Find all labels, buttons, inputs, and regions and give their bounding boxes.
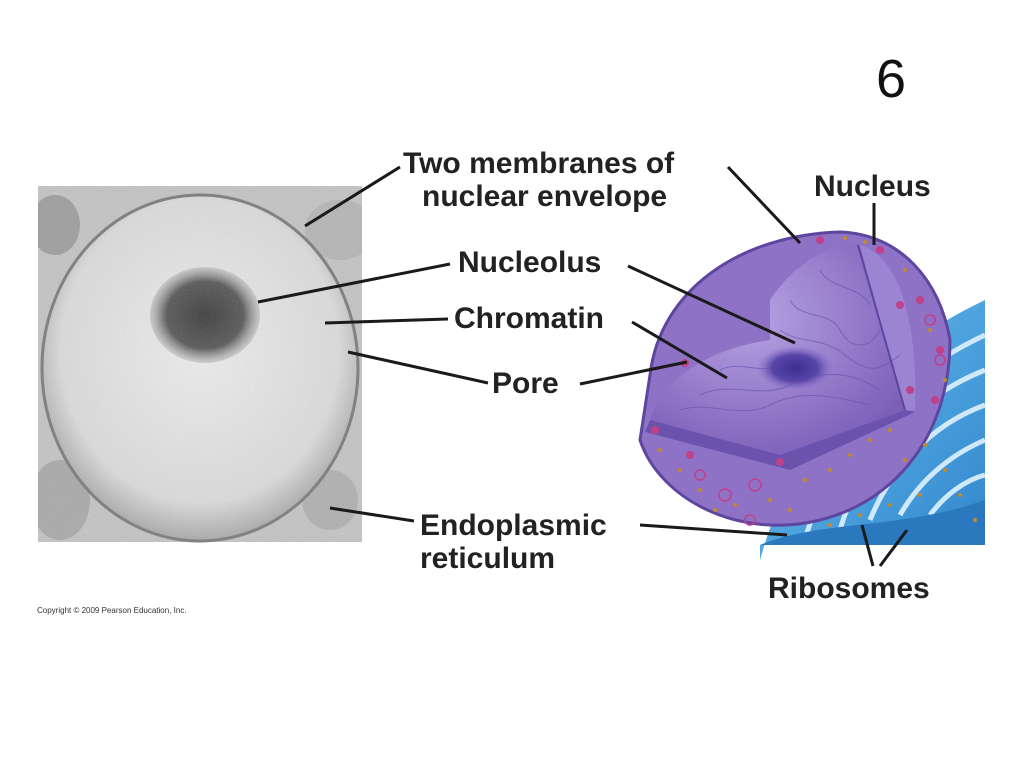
illustration-nucleolus	[757, 346, 833, 390]
label-two-membranes-line1: Two membranes of	[403, 147, 675, 180]
leader-lines	[257, 165, 909, 567]
leader-chromatin-right	[631, 320, 728, 380]
leader-er-right	[639, 523, 788, 537]
ribosomes	[658, 236, 977, 527]
slide-number: 6	[876, 49, 907, 109]
nucleus-illustration	[638, 230, 987, 560]
leader-ribosomes-left	[860, 524, 875, 567]
label-two-membranes: Two membranes of nuclear envelope	[403, 147, 674, 213]
leader-er-left	[329, 506, 415, 523]
electron-micrograph	[38, 186, 362, 543]
leader-membranes-left	[304, 165, 401, 228]
label-nucleus: Nucleus	[814, 170, 931, 203]
leader-nucleolus-right	[627, 264, 796, 345]
label-ribosomes: Ribosomes	[768, 572, 930, 605]
copyright-text: Copyright © 2009 Pearson Education, Inc.	[37, 606, 187, 615]
leader-ribosomes-right	[878, 529, 909, 567]
micrograph-grain	[38, 186, 362, 542]
leader-pore-left	[347, 350, 489, 385]
label-two-membranes-line2: nuclear envelope	[422, 180, 668, 213]
label-endoplasmic-reticulum: Endoplasmic reticulum	[420, 509, 607, 575]
nuclear-pores	[651, 236, 944, 466]
leader-nucleolus-left	[257, 262, 451, 304]
pore-rings	[694, 314, 946, 526]
label-chromatin: Chromatin	[454, 302, 604, 335]
leader-pore-right	[579, 360, 688, 386]
label-pore: Pore	[492, 367, 559, 400]
leader-membranes-right	[726, 165, 802, 245]
label-nucleolus: Nucleolus	[458, 246, 602, 279]
label-er-line1: Endoplasmic	[420, 509, 607, 542]
leader-chromatin-left	[324, 317, 449, 325]
label-er-line2: reticulum	[420, 542, 556, 575]
